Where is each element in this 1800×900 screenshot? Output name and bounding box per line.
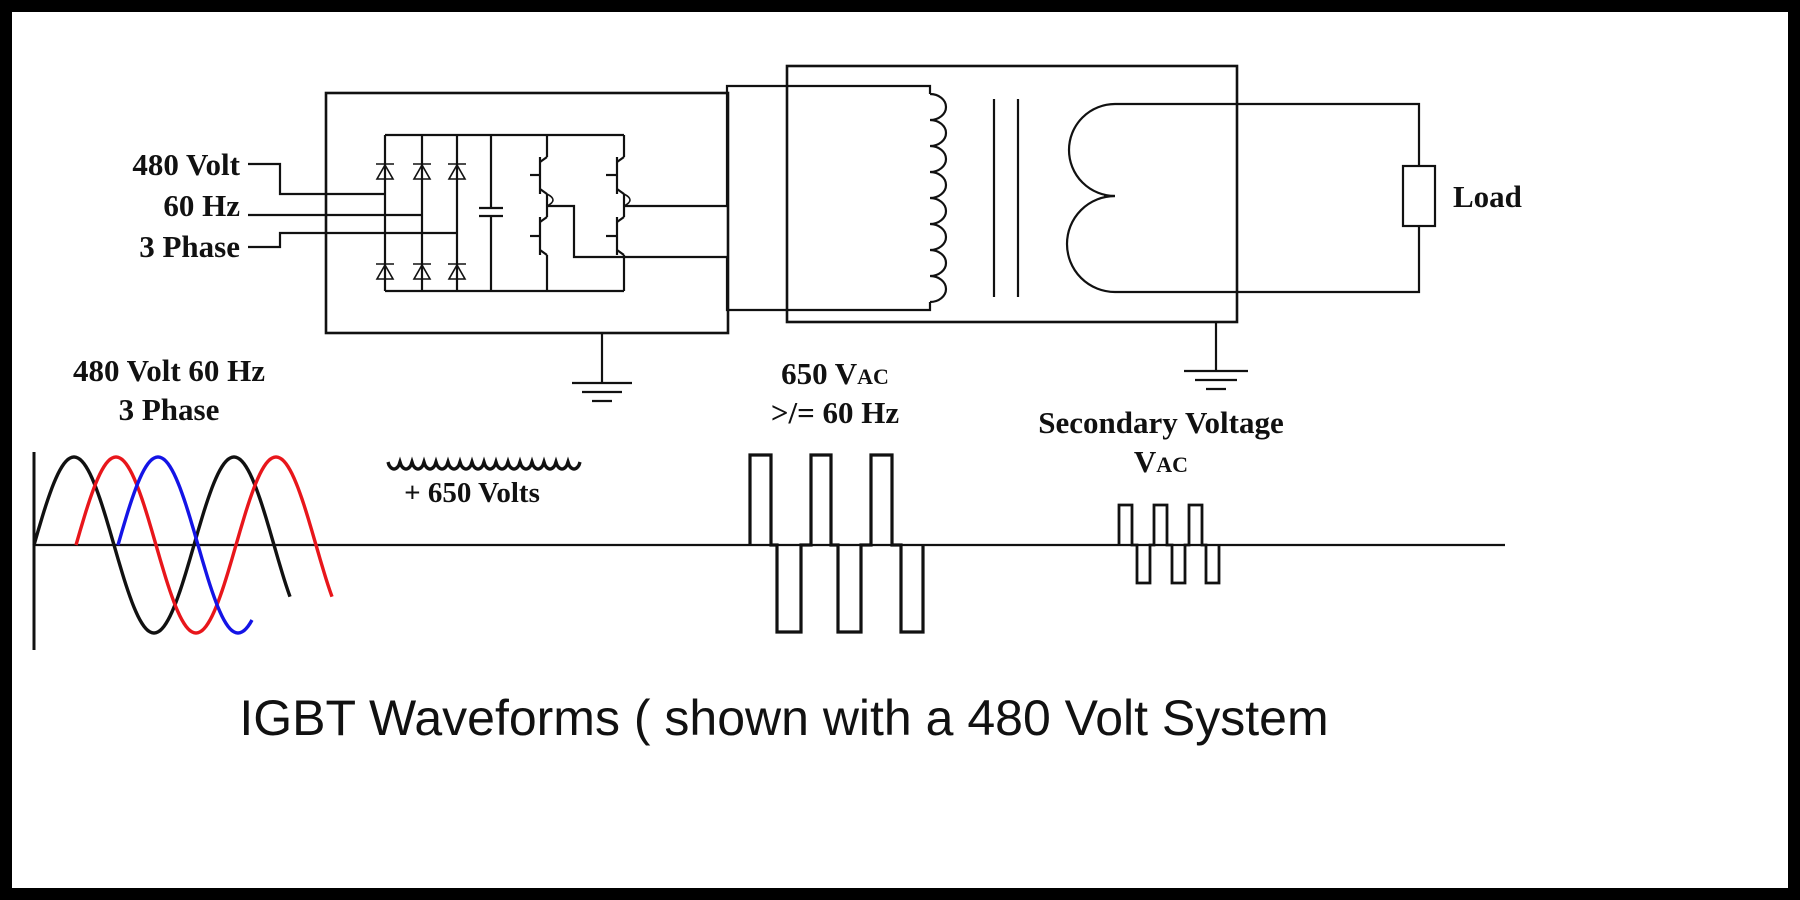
diode-icon — [447, 263, 467, 280]
secondary-label-line1: Secondary Voltage — [1038, 405, 1283, 440]
pwm-label-line1: 650 VAC — [781, 356, 889, 391]
capacitor-icon — [479, 135, 503, 291]
dc-bus-ripple-wave — [386, 456, 582, 471]
phase-a-sine-wave — [32, 455, 292, 635]
load-label: Load — [1453, 179, 1522, 214]
primary-winding-icon — [929, 92, 948, 304]
input-voltage-label: 480 Volt — [132, 147, 240, 182]
secondary-v-text: V — [1134, 444, 1157, 479]
igbt-leg-2 — [606, 135, 631, 291]
diode-icon — [412, 163, 432, 180]
drive-enclosure — [324, 91, 730, 335]
diode-icon — [375, 163, 395, 180]
figure-frame: 480 Volt 60 Hz 3 Phase — [12, 12, 1788, 888]
input-wave-label-line2: 3 Phase — [119, 392, 220, 427]
input-wires — [248, 162, 457, 249]
secondary-label-line2: VAC — [1134, 444, 1188, 479]
dc-bus-label: + 650 Volts — [404, 477, 540, 509]
secondary-ac-text: AC — [1156, 452, 1188, 477]
diode-icon — [412, 263, 432, 280]
phase-b-sine-wave — [74, 455, 334, 635]
pwm-voltage-text: 650 V — [781, 356, 858, 391]
secondary-winding-icon — [1065, 102, 1116, 294]
igbt-waveform-diagram: 480 Volt 60 Hz 3 Phase — [32, 64, 1522, 746]
figure-caption: IGBT Waveforms ( shown with a 480 Volt S… — [239, 690, 1328, 746]
diode-icon — [375, 263, 395, 280]
pwm-output-wave — [748, 453, 925, 634]
igbt-leg-1 — [530, 135, 624, 291]
phase-c-sine-wave — [116, 455, 254, 635]
diode-icon — [447, 163, 467, 180]
pwm-ac-text: AC — [857, 364, 889, 389]
transformer-ground-icon — [1184, 322, 1248, 391]
pwm-label-line2: >/= 60 Hz — [771, 395, 900, 430]
rectifier-bridge — [375, 133, 624, 293]
drive-output-wires — [624, 84, 932, 312]
input-phase-label: 3 Phase — [139, 229, 240, 264]
load-wires — [1115, 102, 1421, 294]
drive-ground-icon — [572, 333, 632, 403]
secondary-output-wave — [1117, 503, 1221, 585]
transformer-enclosure — [785, 64, 1239, 324]
load-resistor-icon — [1401, 164, 1437, 228]
input-wave-label-line1: 480 Volt 60 Hz — [73, 353, 265, 388]
transformer-core — [992, 99, 1020, 297]
input-frequency-label: 60 Hz — [163, 188, 240, 223]
